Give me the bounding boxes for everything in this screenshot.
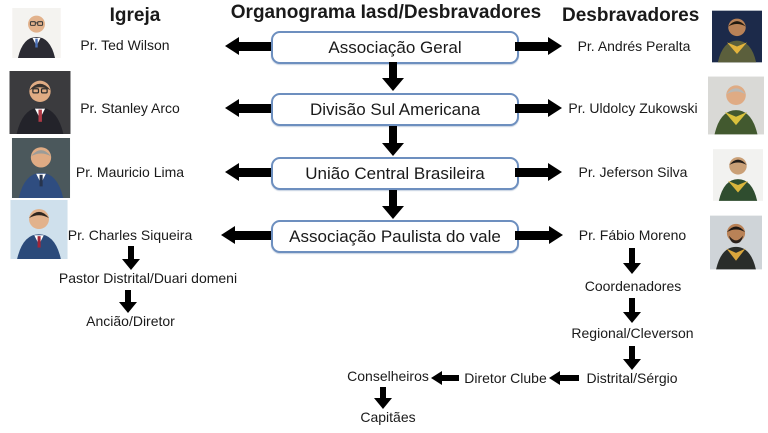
arrow-left-level2 [225,99,271,117]
photo-mauricio-lima [8,138,74,198]
node-coordenadores: Coordenadores [584,278,682,294]
photo-charles-siqueira [10,200,68,259]
arrow-down-pastor-to-anciao [119,290,137,313]
left-name-3: Pr. Mauricio Lima [75,164,185,180]
portrait-illustration [710,215,762,270]
portrait-illustration [12,8,61,58]
arrow-down-1 [382,62,404,91]
arrow-left-level3 [225,163,271,181]
node-pastor-distrital: Pastor Distrital/Duari domeni [58,270,238,286]
node-conselheiros: Conselheiros [347,368,429,384]
photo-fabio-moreno [710,208,762,277]
arrow-right-level3 [515,163,562,181]
portrait-illustration [713,149,763,201]
portrait-illustration [11,138,71,198]
arrow-down-regional-to-distrital [623,346,641,370]
arrow-down-fabio-to-coordenadores [623,248,641,274]
org-box-associacao-paulista-do-vale: Associação Paulista do vale [271,220,519,253]
org-box-uniao-central-brasileira: União Central Brasileira [271,157,519,190]
left-name-4: Pr. Charles Siqueira [67,227,193,243]
node-distrital-sergio: Distrital/Sérgio [586,370,678,386]
arrow-right-level4 [515,226,563,244]
column-header-desbravadores: Desbravadores [562,5,700,26]
arrow-left-diretor-to-conselheiros [431,371,459,385]
arrow-down-conselheiros-to-capitaes [374,387,392,409]
portrait-illustration [708,76,764,135]
photo-ted-wilson [10,8,63,58]
right-name-3: Pr. Jeferson Silva [578,164,688,180]
arrow-down-coordenadores-to-regional [623,298,641,323]
node-capitaes: Capitães [360,409,416,425]
org-box-associacao-geral: Associação Geral [271,31,519,64]
arrow-left-level4 [221,226,271,244]
photo-andres-peralta [712,5,762,68]
right-name-4: Pr. Fábio Moreno [578,227,687,243]
right-name-1: Pr. Andrés Peralta [577,38,691,54]
org-box-divisao-sul-americana: Divisão Sul Americana [271,93,519,126]
photo-uldolcy-zukowski [708,76,764,135]
portrait-illustration [712,10,762,63]
node-anciao-diretor: Ancião/Diretor [86,313,175,329]
arrow-down-2 [382,126,404,156]
portrait-illustration [9,71,71,134]
arrow-right-level1 [515,37,562,55]
arrow-left-level1 [225,37,271,55]
photo-stanley-arco [8,71,72,134]
photo-jeferson-silva [713,145,763,205]
page-title: Organograma Iasd/Desbravadores [230,2,542,23]
right-name-2: Pr. Uldolcy Zukowski [568,100,698,116]
node-regional-cleverson: Regional/Cleverson [571,325,694,341]
column-header-igreja: Igreja [109,5,161,26]
arrow-right-level2 [515,99,562,117]
arrow-down-3 [382,190,404,219]
left-name-2: Pr. Stanley Arco [80,100,180,116]
left-name-1: Pr. Ted Wilson [80,37,170,53]
arrow-left-distrital-to-diretor [549,371,579,385]
node-diretor-clube: Diretor Clube [464,370,547,386]
arrow-down-charles-to-pastor [122,246,140,270]
portrait-illustration [10,200,68,259]
